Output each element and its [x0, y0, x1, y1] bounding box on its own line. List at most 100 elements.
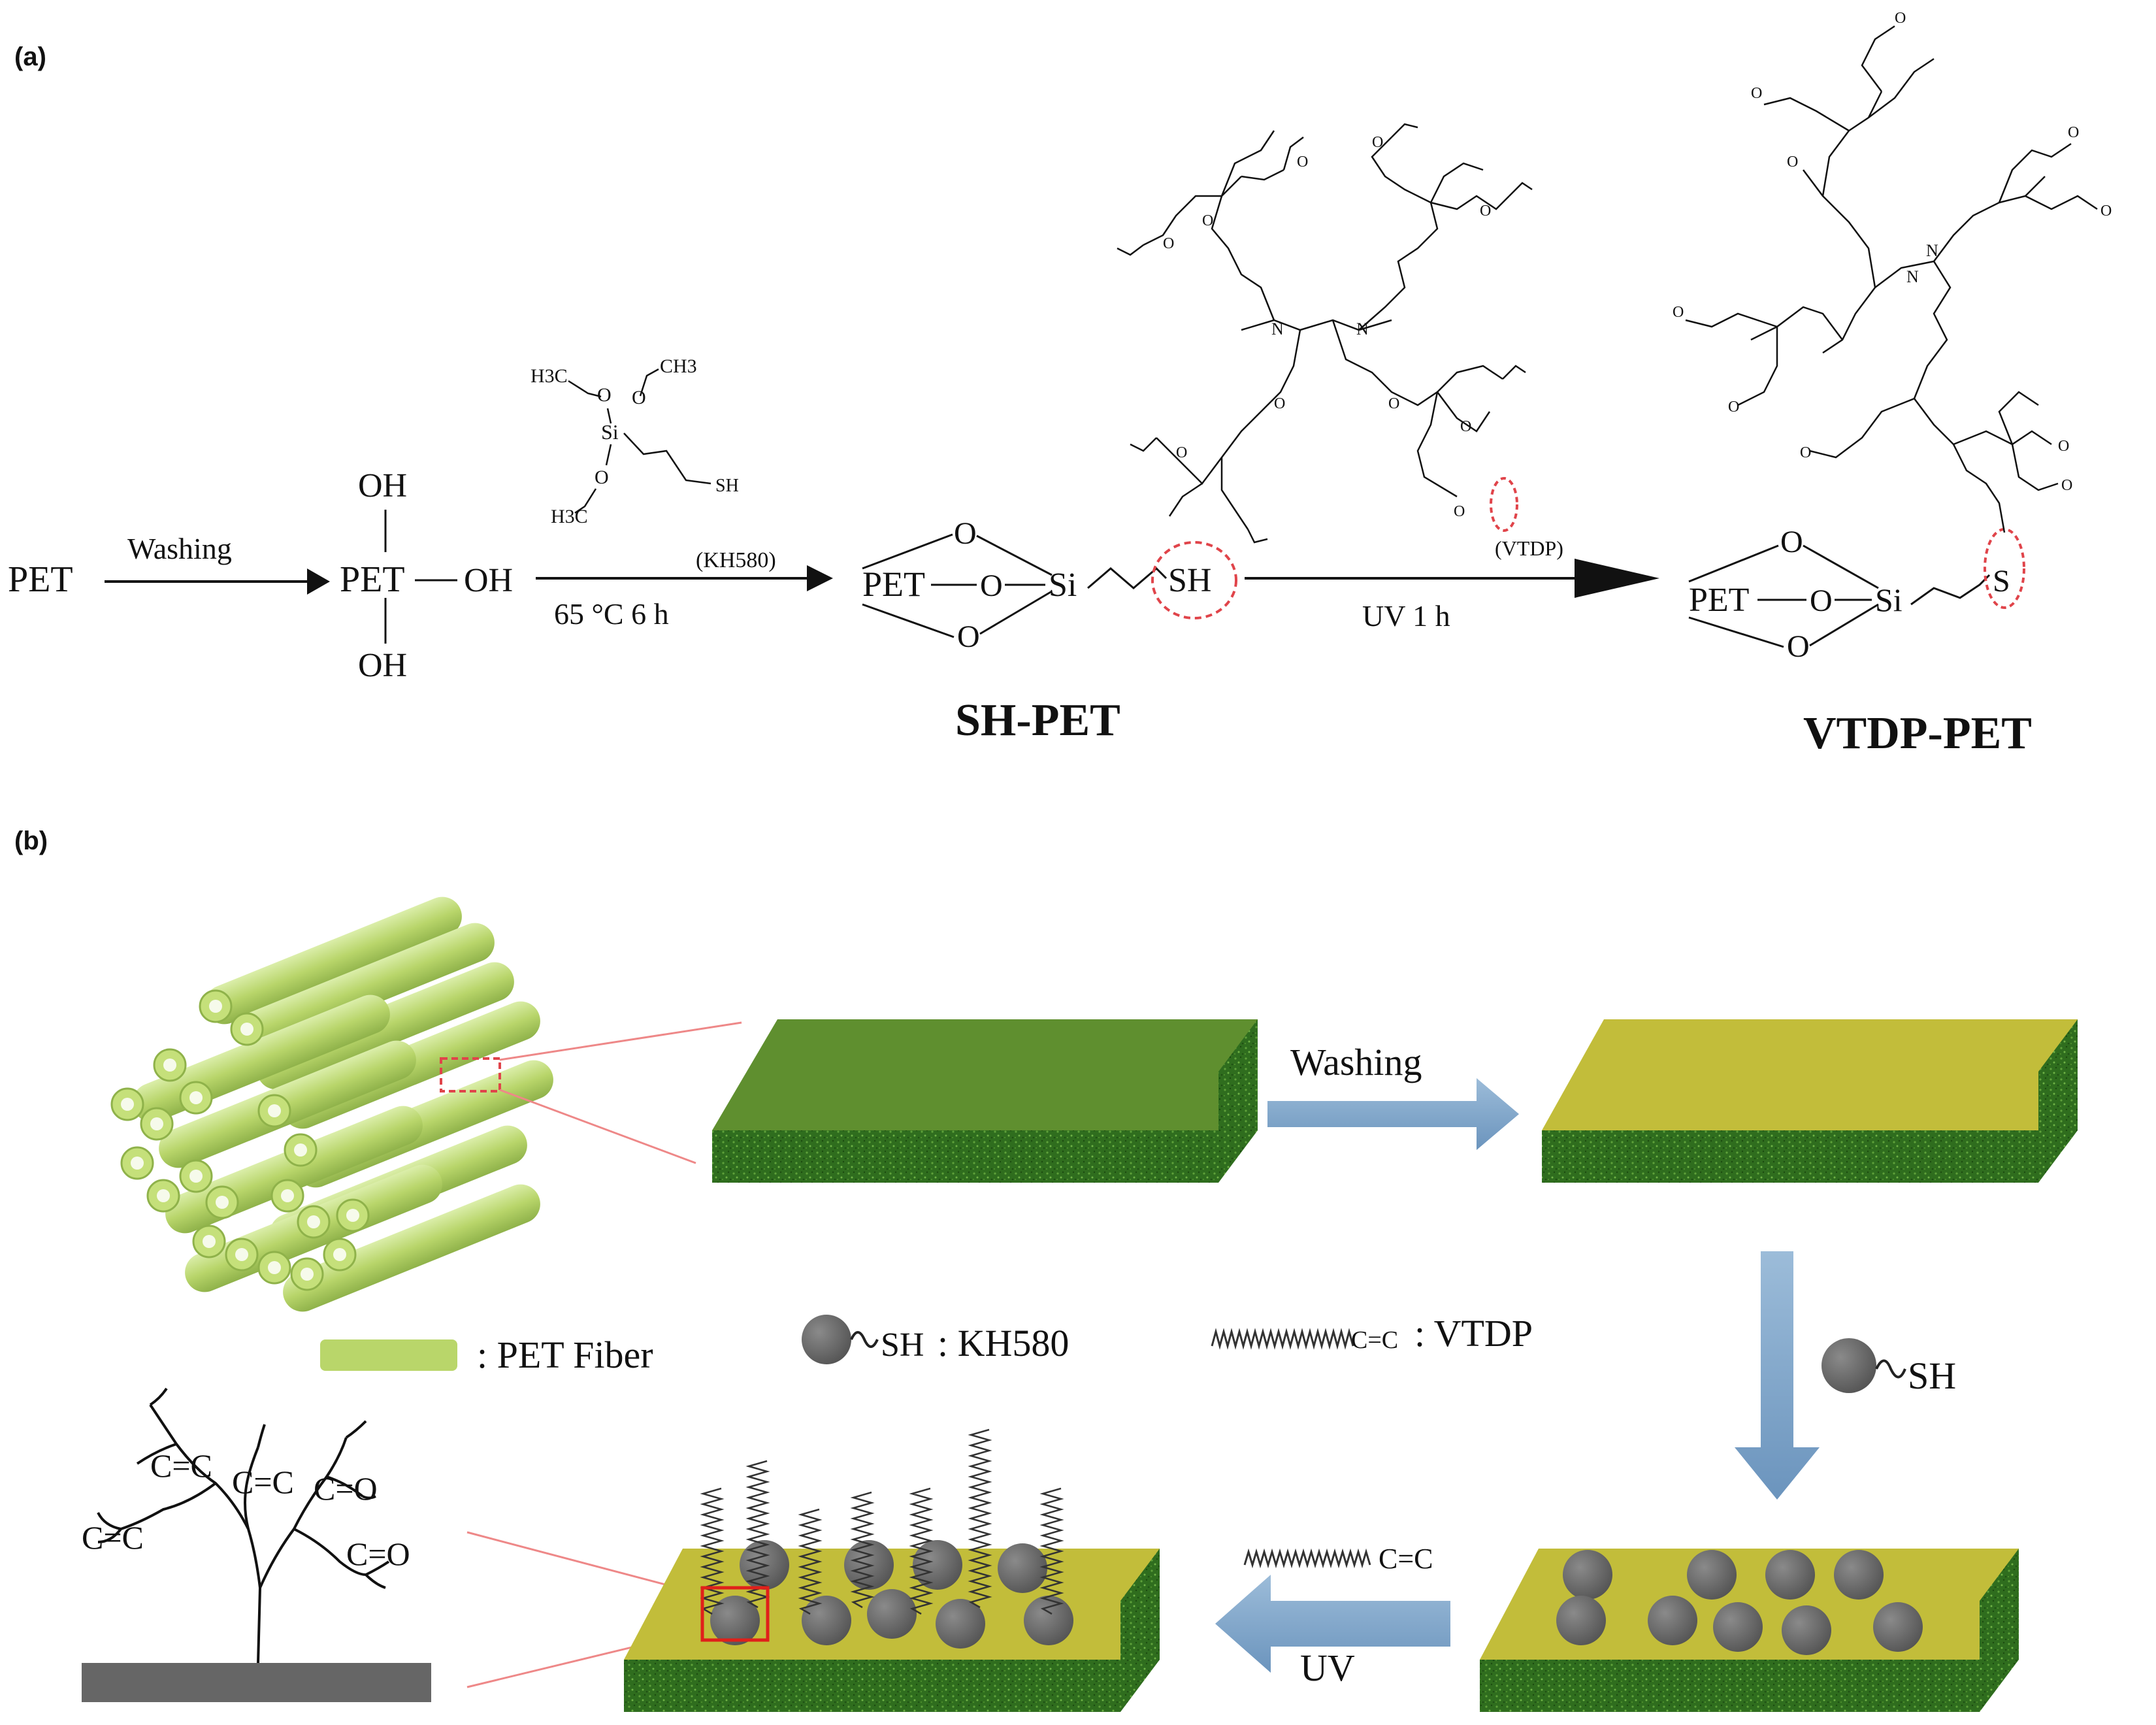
zoom-box-grafted — [700, 1586, 770, 1642]
svg-text:O: O — [1728, 399, 1739, 416]
svg-text:N: N — [1356, 320, 1369, 338]
uv-vtdp-cc: C=C — [1379, 1543, 1433, 1575]
svg-text:N: N — [1271, 320, 1284, 338]
svg-text:H3C: H3C — [531, 365, 568, 387]
svg-text:OH: OH — [358, 647, 407, 684]
svg-text:O: O — [1480, 203, 1491, 220]
svg-text:OH: OH — [464, 562, 513, 599]
condition-1: 65 °C 6 h — [554, 597, 669, 631]
product-sh-pet: SH-PET — [955, 695, 1120, 746]
product-vtdp-pet: VTDP-PET — [1803, 708, 2032, 759]
svg-text:PET: PET — [340, 559, 405, 600]
grafted-particles — [710, 1540, 1073, 1649]
svg-text:SH: SH — [715, 476, 739, 496]
svg-text:O: O — [1460, 418, 1471, 435]
svg-text:O: O — [1176, 444, 1187, 461]
svg-text:O: O — [954, 516, 977, 551]
washing-label: Washing — [127, 532, 232, 565]
sheet-kh580 — [1480, 1549, 2019, 1712]
svg-text:O: O — [2068, 124, 2079, 141]
vtdp-atoms: N N O O O O O O O O O O — [1163, 134, 1491, 520]
panel-a: (a) PET Washing PET OH OH OH (KH580) 65 … — [8, 10, 2112, 759]
svg-text:O: O — [1800, 444, 1811, 461]
sheet-vtdp-grafted — [624, 1428, 1160, 1712]
kh580-tag: (KH580) — [696, 548, 776, 572]
svg-text:C=C: C=C — [82, 1519, 144, 1556]
tree-substrate — [82, 1663, 431, 1702]
legend-kh580-ball — [802, 1315, 851, 1364]
kh580-particles — [1556, 1550, 1923, 1655]
svg-text:O: O — [1673, 304, 1684, 321]
svg-text:N: N — [1906, 267, 1919, 286]
svg-text:O: O — [980, 568, 1003, 603]
legend-vtdp-spring — [1211, 1328, 1354, 1350]
svg-text:O: O — [1454, 503, 1465, 520]
svg-text:O: O — [2061, 477, 2072, 494]
svg-text:O: O — [1274, 395, 1285, 412]
svg-text:O: O — [2058, 438, 2069, 455]
fiber-bundle — [110, 896, 553, 1312]
sh-pet-structure: PET O O O Si SH — [862, 516, 1237, 654]
pet-oh: PET OH OH OH — [340, 467, 513, 684]
legend-vtdp-cc: C=C — [1351, 1326, 1398, 1354]
vtdp-tag: (VTDP) — [1495, 536, 1563, 560]
svg-text:OH: OH — [358, 467, 407, 504]
panel-b-label: (b) — [14, 827, 48, 855]
legend: : PET Fiber SH : KH580 C=C : VTDP — [320, 1312, 1533, 1376]
condition-2: UV 1 h — [1362, 599, 1450, 632]
svg-text:O: O — [595, 467, 609, 488]
kh580-block-arrow: SH — [1735, 1251, 1956, 1500]
svg-text:O: O — [632, 387, 646, 408]
svg-text:C=C: C=C — [150, 1447, 212, 1484]
svg-text:O: O — [1787, 154, 1798, 171]
panel-a-label: (a) — [14, 42, 46, 71]
uv-label: UV — [1300, 1647, 1355, 1689]
svg-text:O: O — [597, 384, 612, 406]
legend-fiber-swatch — [320, 1339, 457, 1371]
svg-text:C=O: C=O — [346, 1536, 410, 1572]
vtdp-dendrimer — [1117, 123, 1533, 544]
svg-text:Si: Si — [1049, 567, 1077, 604]
svg-text:PET: PET — [1689, 582, 1749, 619]
svg-text:O: O — [1751, 85, 1762, 102]
svg-text:O: O — [1388, 395, 1399, 412]
vtdp-highlight-circle — [1490, 477, 1518, 532]
svg-text:PET: PET — [862, 565, 925, 604]
svg-text:CH3: CH3 — [660, 355, 697, 377]
legend-kh580-label: : KH580 — [938, 1322, 1069, 1364]
vtdp-pet-dendrimer — [1685, 25, 2098, 533]
svg-text:N: N — [1926, 241, 1938, 260]
uv-block-arrow: C=C UV — [1215, 1543, 1450, 1689]
vtdp-pet-atoms: N N O O O O O O O O O O — [1673, 10, 2112, 494]
svg-text:C=O: C=O — [314, 1470, 378, 1507]
svg-text:SH: SH — [1168, 562, 1211, 599]
svg-text:O: O — [2100, 203, 2112, 220]
svg-text:O: O — [1297, 154, 1308, 171]
svg-text:O: O — [957, 619, 980, 654]
svg-text:O: O — [1787, 629, 1810, 664]
vtdp-springs — [700, 1428, 1064, 1615]
sheet-pet-raw — [712, 1019, 1258, 1183]
legend-kh580-sh: SH — [881, 1326, 924, 1364]
sheet-washed — [1542, 1019, 2078, 1183]
arrow-kh580-ball — [1821, 1338, 1876, 1393]
legend-fiber-label: : PET Fiber — [477, 1334, 653, 1376]
arrow-kh580-sh: SH — [1908, 1355, 1956, 1397]
vtdp-pet-structure: PET O O O Si S — [1688, 525, 2025, 664]
svg-text:O: O — [1372, 134, 1383, 151]
panel-b: (b) — [14, 827, 2078, 1712]
svg-text:Si: Si — [1875, 582, 1903, 618]
svg-text:O: O — [1163, 235, 1174, 252]
grafted-tree: C=C C=C C=C C=O C=O — [82, 1387, 431, 1702]
uv-vtdp-spring — [1243, 1548, 1371, 1569]
svg-text:O: O — [1780, 525, 1803, 559]
legend-vtdp-label: : VTDP — [1414, 1312, 1533, 1355]
svg-text:C=C: C=C — [232, 1464, 294, 1500]
svg-text:O: O — [1895, 10, 1906, 27]
washing-block-arrow: Washing — [1267, 1041, 1519, 1150]
pet-start: PET — [8, 559, 73, 600]
svg-text:O: O — [1810, 583, 1833, 618]
zoom-box-fiber — [440, 1057, 501, 1092]
washing-label-b: Washing — [1290, 1041, 1422, 1083]
